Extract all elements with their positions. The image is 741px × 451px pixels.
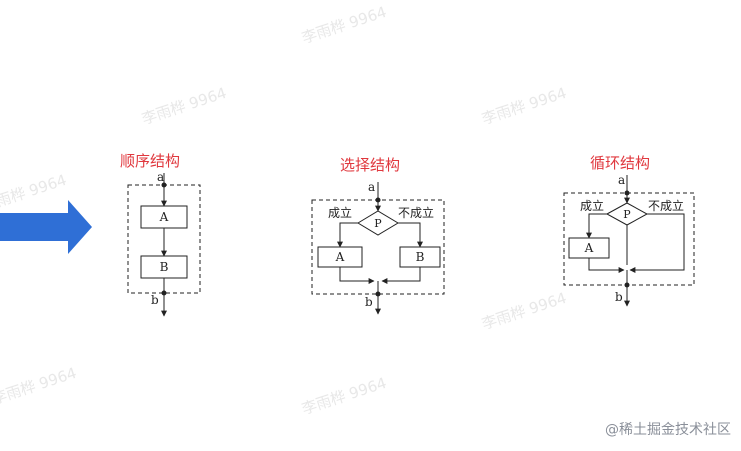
selection-true-label: 成立 — [328, 205, 352, 220]
loop-node — [624, 190, 630, 196]
sequence-node — [161, 182, 167, 188]
selection-line — [381, 267, 421, 284]
loop-false-label: 不成立 — [648, 198, 684, 213]
selection-title: 选择结构 — [340, 156, 401, 174]
loop-out-label: b — [615, 290, 623, 304]
sequence-block-a-label: A — [159, 210, 169, 224]
selection-condition: P — [374, 217, 382, 230]
selection-out-label: b — [365, 295, 373, 309]
loop-title: 循环结构 — [590, 154, 651, 172]
selection-block-a-label: A — [335, 250, 345, 264]
sequence-out-label: b — [151, 293, 159, 307]
big-arrow — [0, 200, 92, 254]
loop-in-label: a — [618, 173, 625, 187]
selection-in-label: a — [368, 180, 375, 194]
selection-false-label: 不成立 — [398, 205, 434, 220]
selection-line — [339, 267, 375, 284]
selection-line — [398, 222, 423, 248]
selection-structure: a P 成立 不成立 A B b — [311, 180, 445, 315]
selection-node — [375, 197, 381, 203]
loop-block-a-label: A — [584, 241, 594, 255]
selection-node — [375, 291, 381, 297]
loop-structure: a P 成立 不成立 A b — [563, 173, 695, 307]
sequence-in-label: a — [157, 170, 164, 184]
sequence-title: 顺序结构 — [120, 152, 181, 170]
selection-block-b-label: B — [416, 250, 425, 264]
sequence-node — [161, 290, 167, 296]
loop-line — [588, 258, 625, 273]
sequence-block-b-label: B — [160, 260, 169, 274]
sequence-structure: a A B b — [127, 170, 201, 317]
selection-line — [337, 222, 358, 248]
loop-condition: P — [623, 208, 631, 221]
loop-true-label: 成立 — [580, 198, 604, 213]
loop-line — [629, 213, 685, 273]
loop-node — [624, 282, 630, 288]
loop-line — [586, 213, 607, 239]
footer-credit: @稀土掘金技术社区 — [605, 422, 731, 438]
